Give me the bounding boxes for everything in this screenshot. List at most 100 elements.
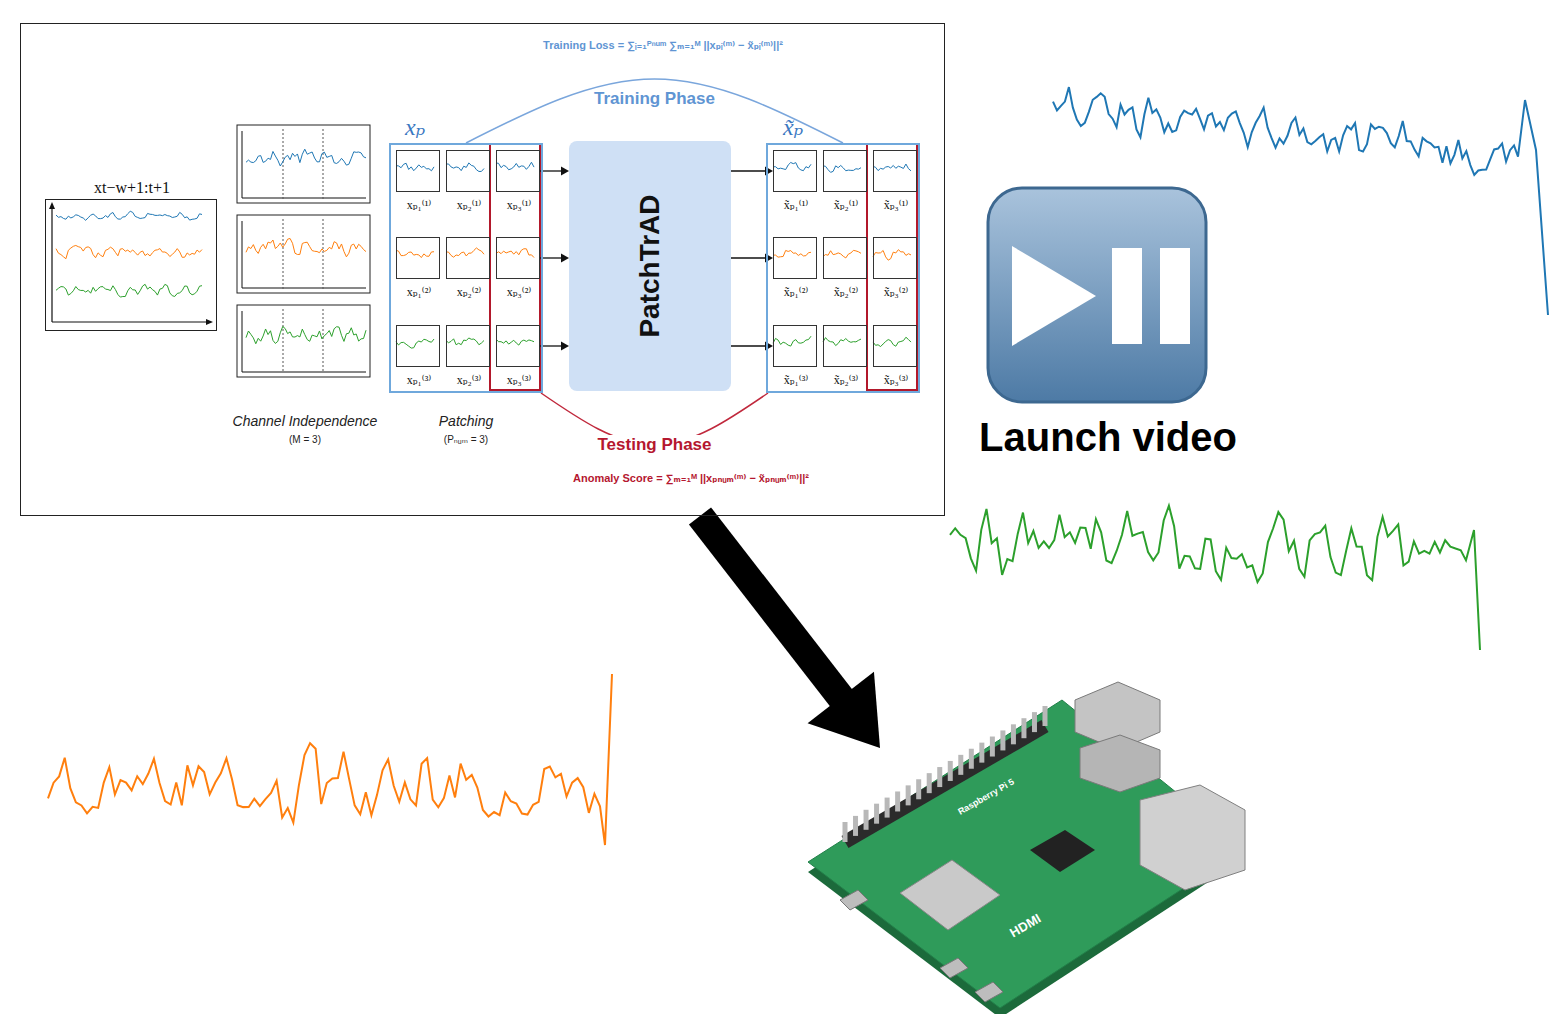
text-holder: HDMI <box>1006 909 1044 941</box>
patch-box: x̃ₚ₂⁽¹⁾ <box>823 150 867 192</box>
gpio-pin <box>895 791 900 811</box>
patch-label: x̃ₚ₂⁽¹⁾ <box>834 198 858 212</box>
patch-label: xₚ₂⁽²⁾ <box>457 285 481 299</box>
gpio-pin <box>885 798 890 818</box>
text-holder: x̃ₚ₁⁽¹⁾ <box>784 195 808 213</box>
ethernet-port <box>1140 785 1245 890</box>
series-line <box>396 250 434 257</box>
patch-box: x̃ₚ₂⁽²⁾ <box>823 237 867 279</box>
patch-label: x̃ₚ₁⁽¹⁾ <box>784 198 808 212</box>
gpio-pin <box>979 743 984 763</box>
micro-hdmi-port <box>975 982 1003 1002</box>
text-holder: PatchTrAD <box>634 194 666 337</box>
series-line <box>48 674 612 845</box>
patch-box: x̃ₚ₃⁽³⁾ <box>873 325 917 367</box>
series-line <box>873 250 911 260</box>
board-print: HDMI <box>1007 911 1043 941</box>
text-holder: x̃ₚ <box>783 113 803 141</box>
patch-box: x̃ₚ₁⁽¹⁾ <box>773 150 817 192</box>
text-holder: xₚ₂⁽³⁾ <box>457 370 481 388</box>
input-plot: xt−w+1:t+1 <box>45 199 217 331</box>
connector <box>540 342 569 351</box>
usb-port <box>1080 735 1160 792</box>
text-holder: xₚ₁⁽²⁾ <box>407 282 431 300</box>
gpio-pin <box>1000 730 1005 750</box>
patch-group: x̃ₚ₁⁽¹⁾x̃ₚ₂⁽¹⁾x̃ₚ₃⁽¹⁾x̃ₚ₁⁽²⁾x̃ₚ₂⁽²⁾x̃ₚ₃⁽… <box>766 143 920 393</box>
patch-label: xₚ₁⁽¹⁾ <box>407 198 431 212</box>
text-holder: x̃ₚ₂⁽³⁾ <box>834 370 858 388</box>
patch-label: xₚ₁⁽³⁾ <box>407 373 431 387</box>
text-holder: xₚ₂⁽²⁾ <box>457 282 481 300</box>
text-holder: xₚ₂⁽¹⁾ <box>457 195 481 213</box>
text-holder: xₚ₃⁽²⁾ <box>507 282 531 300</box>
group-title: xₚ <box>405 114 425 140</box>
text-holder: x̃ₚ₃⁽¹⁾ <box>884 195 908 213</box>
patch-box: xₚ₁⁽²⁾ <box>396 237 440 279</box>
patch-label: x̃ₚ₁⁽²⁾ <box>784 285 808 299</box>
gpio-pin <box>937 767 942 787</box>
series-line <box>773 162 811 170</box>
series-line <box>496 339 534 345</box>
model-name: PatchTrAD <box>634 194 665 337</box>
text-holder: x̃ₚ₃⁽³⁾ <box>884 370 908 388</box>
gpio-pin <box>1011 724 1016 744</box>
series-line <box>396 339 434 348</box>
usb-c-port <box>840 890 868 910</box>
patch-box: xₚ₂⁽³⁾ <box>446 325 490 367</box>
text-holder: Raspberry Pi 5 <box>953 771 1017 818</box>
plot-title: xt−w+1:t+1 <box>94 179 170 196</box>
patch-label: x̃ₚ₁⁽³⁾ <box>784 373 808 387</box>
text-holder: xₚ₃⁽³⁾ <box>507 370 531 388</box>
patch-label: xₚ₃⁽²⁾ <box>507 285 531 299</box>
patch-box: x̃ₚ₃⁽²⁾ <box>873 237 917 279</box>
patch-divider <box>283 129 323 199</box>
patch-label: x̃ₚ₃⁽¹⁾ <box>884 198 908 212</box>
patch-label: xₚ₂⁽³⁾ <box>457 373 481 387</box>
axis-line <box>242 221 366 288</box>
edge-label: Training Phase <box>594 89 715 108</box>
text-holder: xₚ₁⁽³⁾ <box>407 370 431 388</box>
series-line <box>56 284 202 297</box>
gpio-pin <box>1021 718 1026 738</box>
patch-label: x̃ₚ₂⁽²⁾ <box>834 285 858 299</box>
text-holder: xₚ <box>405 113 425 141</box>
text-holder: Launch video <box>979 415 1237 460</box>
board-print: Raspberry Pi 5 <box>956 777 1016 817</box>
text-holder: x̃ₚ₃⁽²⁾ <box>884 282 908 300</box>
patch-box: xₚ₁⁽¹⁾ <box>396 150 440 192</box>
figure-text: (M = 3) <box>289 434 321 445</box>
axis-line <box>242 131 366 198</box>
raspberry-pi-board: Raspberry Pi 5 HDMI <box>880 690 1245 1010</box>
connector <box>540 254 569 263</box>
pause-bar <box>1112 248 1142 344</box>
edge-label-holder: Training Phase <box>590 89 719 109</box>
gpio-pin <box>916 779 921 799</box>
ram-chip <box>1030 830 1095 872</box>
patch-box: x̃ₚ₁⁽²⁾ <box>773 237 817 279</box>
axis-arrow <box>49 202 55 209</box>
patch-label: xₚ₃⁽³⁾ <box>507 373 531 387</box>
figure-text: Channel Independence <box>233 413 378 429</box>
play-triangle <box>1012 246 1096 346</box>
text-holder: xₚ₃⁽¹⁾ <box>507 195 531 213</box>
text-holder: Channel Independence <box>233 412 378 430</box>
axis-arrow <box>206 319 213 325</box>
text-holder: (Pₙᵤₘ = 3) <box>444 429 488 447</box>
patch-box: xₚ₁⁽³⁾ <box>396 325 440 367</box>
series-line <box>56 211 202 220</box>
patch-group: xₚ₁⁽¹⁾xₚ₂⁽¹⁾xₚ₃⁽¹⁾xₚ₁⁽²⁾xₚ₂⁽²⁾xₚ₃⁽²⁾xₚ₁⁽… <box>389 143 543 393</box>
figure-text: (Pₙᵤₘ = 3) <box>444 434 488 445</box>
model-box: PatchTrAD <box>569 141 731 391</box>
connector-line <box>731 170 766 171</box>
arrow-head <box>808 672 880 748</box>
figure-text: Patching <box>439 413 493 429</box>
gpio-pin <box>843 822 848 842</box>
patch-box: x̃ₚ₂⁽³⁾ <box>823 325 867 367</box>
series-line <box>773 336 811 346</box>
soc-chip <box>900 860 1000 930</box>
gpio-pin <box>906 785 911 805</box>
patch-box: xₚ₂⁽¹⁾ <box>446 150 490 192</box>
test-highlight <box>867 144 917 390</box>
